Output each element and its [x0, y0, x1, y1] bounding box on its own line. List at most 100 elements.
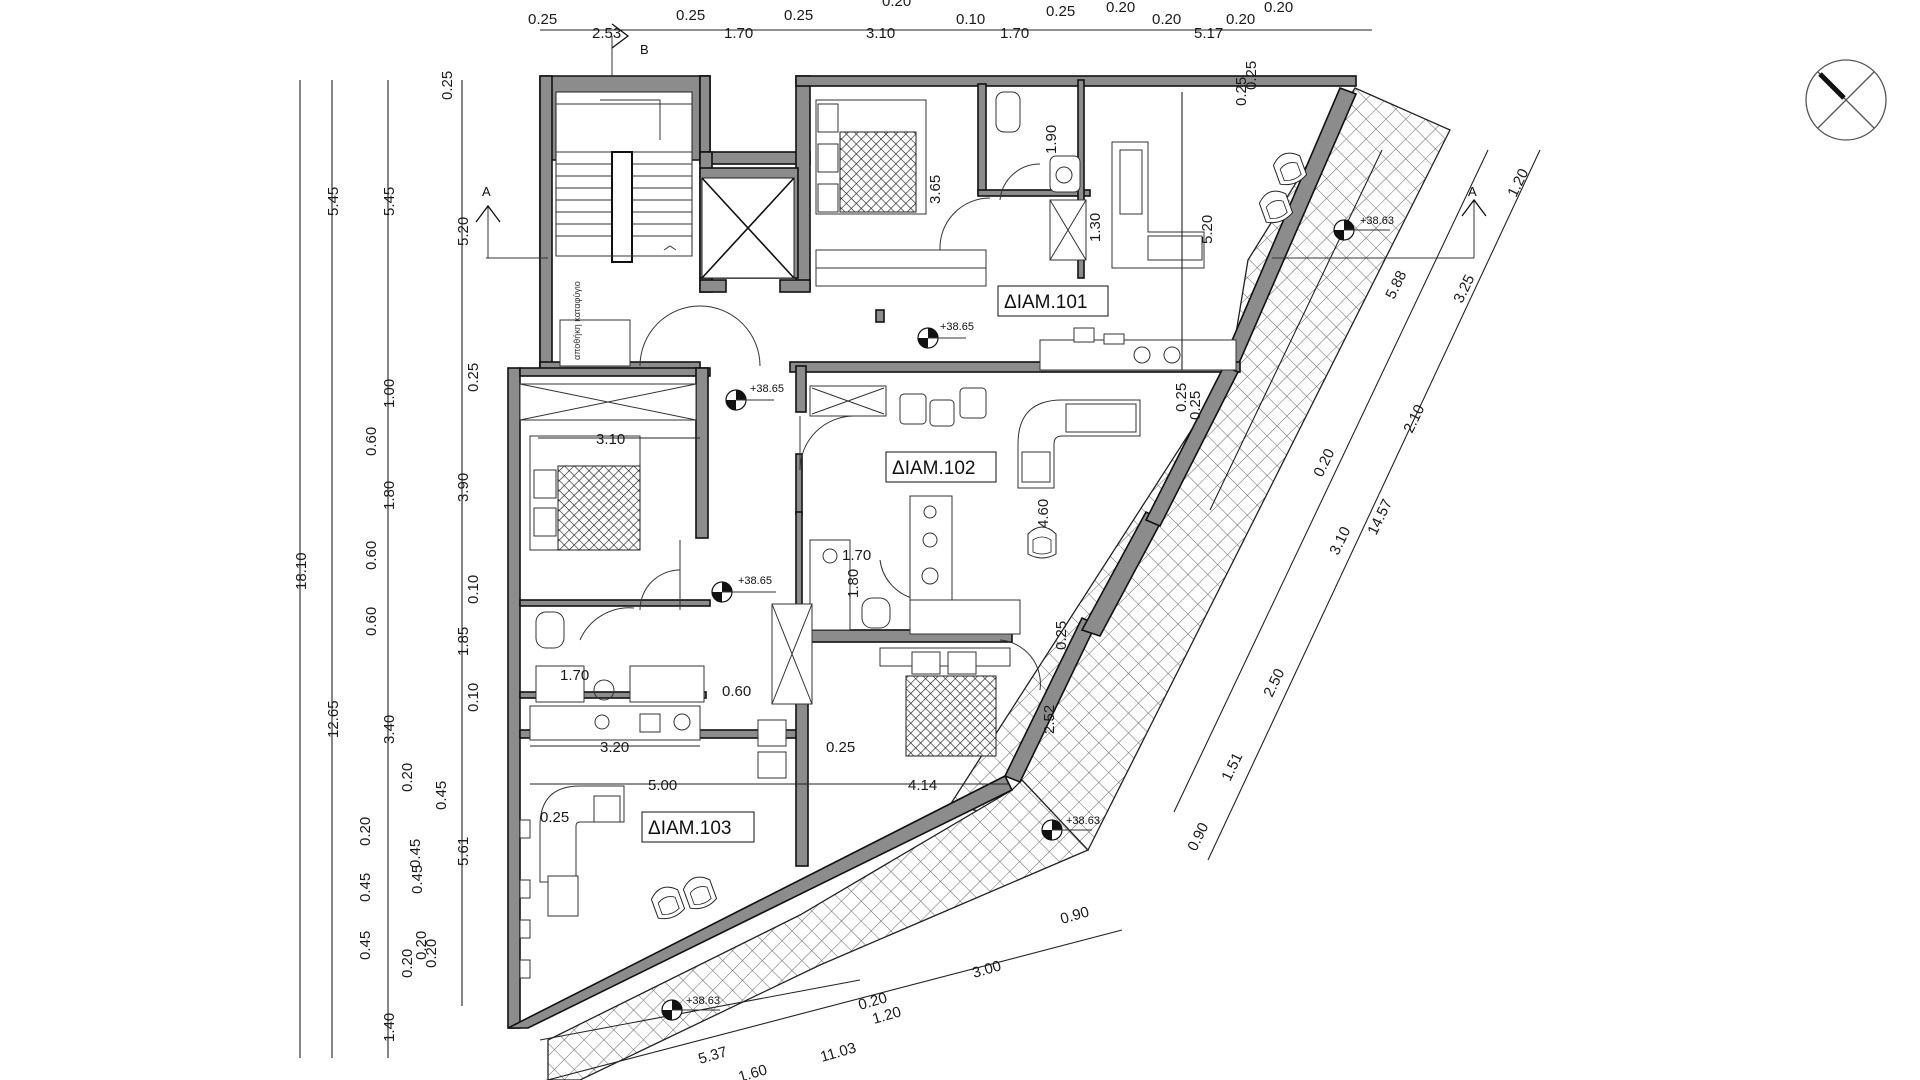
storage-note: αποθήκη καταφύγιο — [572, 281, 582, 360]
dim-label: 0.25 — [540, 809, 569, 826]
dim-label: 2.10 — [1400, 402, 1428, 436]
interior-walls — [519, 79, 1091, 867]
level-label: +38.65 — [750, 383, 784, 395]
dim-label: 0.25 — [784, 7, 813, 24]
dim-label: 1.60 — [736, 1061, 769, 1080]
dims-interior: 3.65 1.90 1.30 5.20 3.10 1.70 1.80 4.60 … — [540, 61, 1260, 826]
dim-label: 0.25 — [676, 7, 705, 24]
dim-label: 0.20 — [1264, 0, 1293, 16]
bathroom-103 — [535, 611, 705, 703]
dim-label: 0.25 — [1187, 391, 1204, 420]
dim-label: 3.10 — [866, 25, 895, 42]
kitchen-102 — [809, 385, 1021, 635]
dim-label: 1.20 — [1504, 166, 1532, 200]
dim-label: 14.57 — [1364, 497, 1396, 538]
dim-label: 0.10 — [956, 11, 985, 28]
dim-label: 3.25 — [1450, 272, 1478, 306]
living-101 — [1039, 141, 1309, 371]
dim-label: 0.25 — [826, 739, 855, 756]
bathroom-102 — [809, 539, 891, 631]
dim-label: 5.61 — [455, 837, 472, 866]
dim-label: 1.40 — [381, 1013, 398, 1042]
dim-label: 1.00 — [381, 379, 398, 408]
dim-label: 0.20 — [423, 939, 440, 968]
terrace-south — [547, 779, 1090, 1080]
dim-label: 0.45 — [357, 931, 374, 960]
section-mark-b: B — [640, 42, 649, 57]
dim-label: 0.60 — [363, 541, 380, 570]
dim-label: 0.10 — [465, 575, 482, 604]
dim-label: 18.10 — [293, 552, 310, 590]
dim-label: 0.25 — [528, 11, 557, 28]
staircase — [555, 91, 693, 367]
level-label: +38.65 — [940, 321, 974, 333]
dim-label: 0.45 — [409, 865, 426, 894]
dim-label: 12.65 — [325, 700, 342, 738]
level-label: +38.65 — [738, 575, 772, 587]
dim-label: 0.25 — [1173, 383, 1190, 412]
dim-label: 0.45 — [407, 839, 424, 868]
dims-left-mid: 5.45 1.00 0.60 1.80 0.60 0.60 3.40 0.20 … — [357, 187, 450, 1042]
level-label: +38.63 — [1066, 815, 1100, 827]
dim-label: 3.20 — [600, 739, 629, 756]
dim-label: 1.70 — [1000, 25, 1029, 42]
dim-label: 5.17 — [1194, 25, 1223, 42]
room-labels: ΔΙΑΜ.101 ΔΙΑΜ.102 ΔΙΑΜ.103 — [641, 285, 1109, 843]
dim-label: 0.45 — [357, 873, 374, 902]
dims-top: 0.25 2.53 1.70 3.10 0.10 1.70 5.17 0.25 … — [528, 0, 1293, 42]
dim-label: 0.90 — [1184, 820, 1212, 854]
dim-label: 0.25 — [1046, 3, 1075, 20]
dim-label: 2.52 — [1041, 705, 1058, 734]
kitchen-103 — [529, 705, 787, 779]
dim-label: 0.20 — [1226, 11, 1255, 28]
dim-label: 0.20 — [1152, 11, 1181, 28]
dim-label: 1.80 — [845, 569, 862, 598]
dim-label: 5.45 — [381, 187, 398, 216]
dim-label: 0.25 — [439, 71, 456, 100]
dim-label: 1.70 — [842, 547, 871, 564]
dim-label: 3.40 — [381, 715, 398, 744]
dim-label: 0.60 — [363, 427, 380, 456]
dim-label: 0.20 — [399, 763, 416, 792]
north-arrow-icon — [1805, 59, 1887, 141]
dim-label: 2.53 — [592, 25, 621, 42]
dims-left-inner: 0.25 5.20 0.25 3.90 0.10 1.85 0.10 5.61 — [439, 71, 482, 866]
bedroom-102 — [771, 603, 1011, 757]
section-mark-a-right: A — [1468, 184, 1477, 199]
level-label: +38.63 — [1360, 215, 1394, 227]
dim-label: 11.03 — [818, 1039, 858, 1065]
dim-label: 1.70 — [560, 667, 589, 684]
dim-label: 5.00 — [648, 777, 677, 794]
dim-label: 1.80 — [381, 481, 398, 510]
dimension-lines — [299, 29, 1541, 1080]
dim-label: 3.10 — [596, 431, 625, 448]
dim-label: 1.90 — [1043, 125, 1060, 154]
level-markers: +38.65 +38.65 +38.65 +38.63 +38.63 +38.6… — [661, 215, 1394, 1021]
bathroom-101 — [995, 91, 1087, 261]
dim-label: 3.65 — [927, 175, 944, 204]
dim-label: 0.20 — [357, 817, 374, 846]
living-103 — [519, 785, 719, 979]
dim-label: 5.20 — [455, 217, 472, 246]
dim-label: 5.88 — [1382, 268, 1410, 302]
dim-label: 0.25 — [1053, 621, 1070, 650]
dim-label: 0.25 — [1233, 77, 1250, 106]
level-label: +38.63 — [686, 995, 720, 1007]
dim-label: 1.70 — [724, 25, 753, 42]
room-label-102: ΔΙΑΜ.102 — [892, 458, 975, 479]
section-mark-a-left: A — [482, 184, 491, 199]
living-102 — [1017, 399, 1141, 559]
dim-label: 0.20 — [399, 949, 416, 978]
dim-label: 0.25 — [1243, 61, 1260, 90]
dim-label: 2.50 — [1260, 666, 1288, 700]
dim-label: 0.10 — [465, 683, 482, 712]
dims-left-outer: 18.10 5.45 12.65 — [293, 187, 342, 738]
dim-label: 1.85 — [455, 627, 472, 656]
dim-label: 0.60 — [363, 607, 380, 636]
dim-label: 0.60 — [722, 683, 751, 700]
dim-label: 5.20 — [1199, 215, 1216, 244]
dim-label: 3.00 — [970, 957, 1003, 981]
bedroom-101 — [815, 99, 987, 287]
section-markers — [475, 23, 1487, 259]
